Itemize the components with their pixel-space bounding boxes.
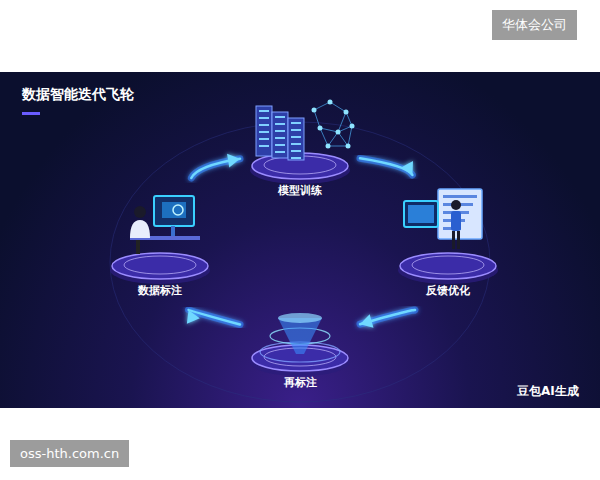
- cycle-arrow: [360, 158, 413, 175]
- diagram-title: 数据智能迭代飞轮: [22, 86, 134, 104]
- node-label: 再标注: [284, 375, 317, 390]
- node-label: 数据标注: [138, 283, 182, 298]
- cycle-arrow: [187, 310, 240, 325]
- platform-node: 模型训练: [240, 88, 360, 210]
- watermark-text: 豆包AI生成: [517, 383, 579, 400]
- platform-node: 再标注: [240, 280, 360, 402]
- node-label: 模型训练: [278, 183, 322, 198]
- platform-node: 数据标注: [105, 178, 215, 310]
- node-label: 反馈优化: [426, 283, 470, 298]
- cycle-arrow: [191, 154, 240, 178]
- watermark-box: oss-hth.com.cn: [10, 440, 129, 467]
- watermark-box: 华体会公司: [492, 10, 577, 40]
- platform-node: 反馈优化: [390, 175, 506, 310]
- cycle-arrow: [360, 310, 415, 328]
